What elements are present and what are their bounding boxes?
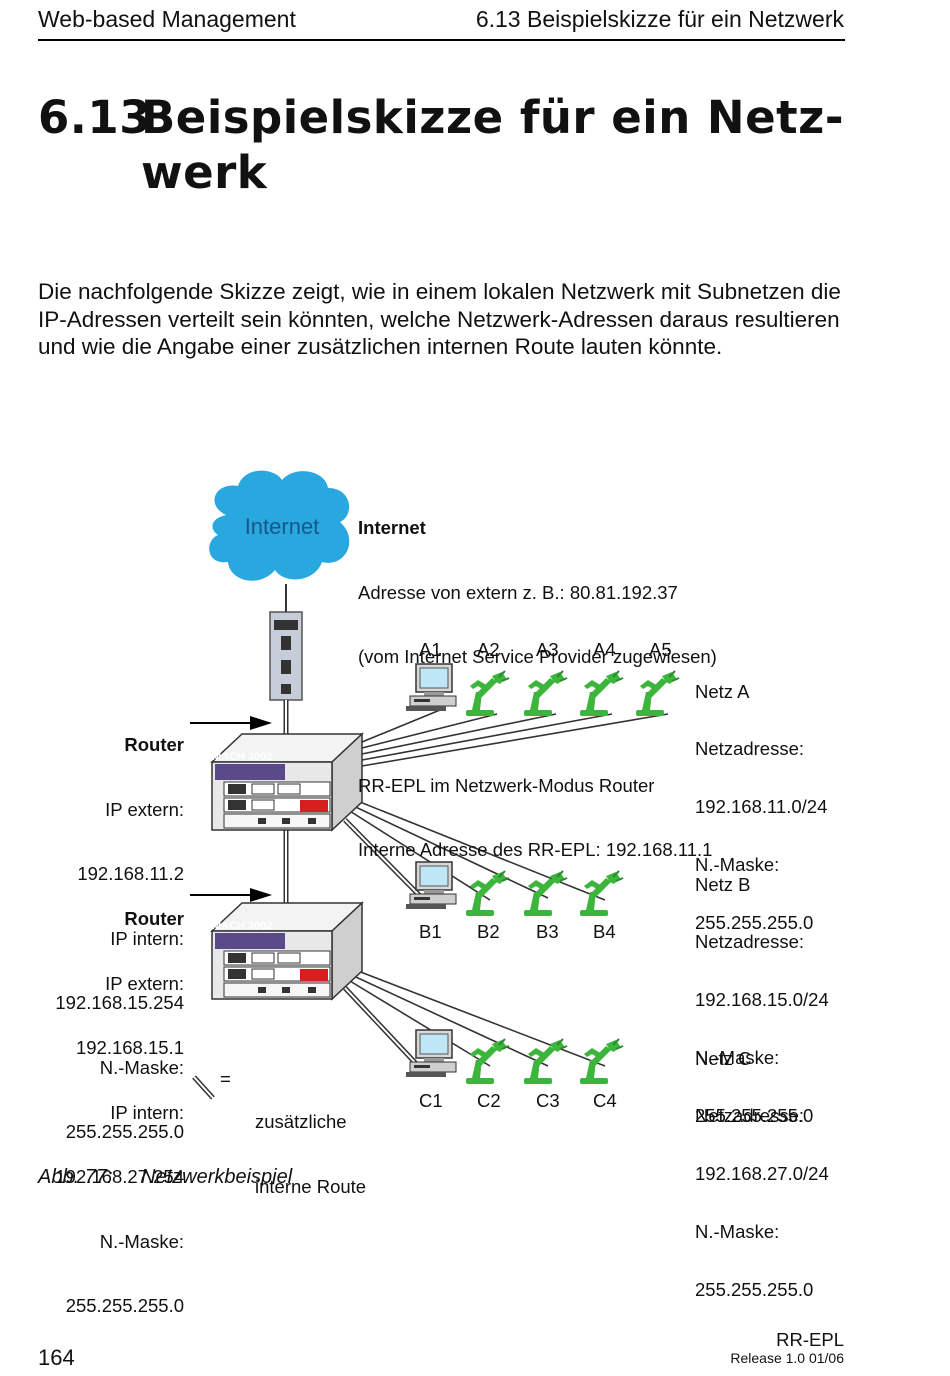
caption-label: Abb. 77: — [38, 1166, 113, 1188]
netz-a-line: Netzadresse: — [695, 738, 804, 760]
netz-b-line: Netz B — [695, 873, 751, 895]
router1-line: 255.255.255.0 — [65, 1121, 184, 1142]
netz-a-line: Netz A — [695, 680, 750, 702]
netz-b-line: Netzadresse: — [695, 931, 804, 953]
internet-cloud — [209, 470, 350, 581]
device-label-c2: C2 — [477, 1090, 501, 1111]
section-number: 6.13 — [38, 91, 152, 144]
robot-c4 — [579, 1038, 624, 1085]
device-label-a4: A4 — [593, 639, 616, 660]
netz-c-line: N.-Maske: — [695, 1221, 780, 1243]
router1-heading: Router — [124, 734, 184, 755]
router2-line: 192.168.15.1 — [75, 1037, 184, 1058]
netz-b-info: Netz B Netzadresse: 192.168.15.0/24 N.-M… — [695, 836, 829, 1145]
figure-caption: Abb. 77: Netzwerkbeispiel — [38, 1166, 292, 1189]
device-label-c1: C1 — [419, 1090, 443, 1111]
rr-epl-device-icon — [269, 611, 303, 701]
pc-c1 — [405, 1029, 457, 1078]
netz-c-line: Netz C — [695, 1047, 752, 1069]
header-rule — [38, 39, 845, 41]
switch2-label: MACH 3002 — [212, 920, 273, 932]
netz-b-line: 255.255.255.0 — [695, 1105, 814, 1127]
legend-line1: zusätzliche — [255, 1111, 347, 1132]
router1-info: Router IP extern: 192.168.11.2 IP intern… — [55, 691, 184, 1164]
netz-b-line: N.-Maske: — [695, 1047, 780, 1069]
cloud-label: Internet — [245, 514, 320, 539]
footer-product: RR-EPL — [776, 1329, 844, 1350]
router1-line: 192.168.15.254 — [55, 992, 184, 1013]
running-header-right: 6.13 Beispielskizze für ein Netzwerk — [475, 6, 844, 32]
internet-heading: Internet — [358, 517, 426, 538]
section-title-line2: werk — [141, 146, 268, 199]
device-label-c3: C3 — [536, 1090, 560, 1111]
router2-line: IP extern: — [105, 972, 184, 994]
device-label-a1: A1 — [419, 639, 442, 660]
router2-line: N.-Maske: — [99, 1230, 184, 1252]
section-title: 6.13Beispielskizze für ein Netz- werk — [38, 90, 844, 200]
section-title-line1: Beispielskizze für ein Netz- — [141, 91, 844, 144]
robot-c2 — [465, 1038, 510, 1085]
switch-2 — [211, 902, 363, 1000]
router1-line: IP intern: — [110, 927, 184, 949]
device-label-b1: B1 — [419, 921, 442, 942]
device-label-c4: C4 — [593, 1090, 617, 1111]
footer-release: Release 1.0 01/06 — [730, 1350, 844, 1366]
legend-line2: interne Route — [255, 1175, 367, 1197]
netz-c-line: 255.255.255.0 — [695, 1279, 814, 1301]
netz-a-line: 192.168.11.0/24 — [695, 796, 828, 818]
running-header-left: Web-based Management — [38, 6, 296, 32]
router1-line: N.-Maske: — [99, 1056, 184, 1078]
netz-b-line: 192.168.15.0/24 — [695, 989, 829, 1011]
internet-line3: RR-EPL im Netzwerk-Modus Router — [358, 774, 655, 796]
netz-a-line: N.-Maske: — [695, 854, 780, 876]
device-label-b2: B2 — [477, 921, 500, 942]
internet-info: Internet Adresse von extern z. B.: 80.81… — [358, 474, 717, 882]
netz-c-info: Netz C Netzadresse: 192.168.27.0/24 N.-M… — [695, 1010, 829, 1319]
router2-line: IP intern: — [110, 1101, 184, 1123]
router2-line: 192.168.27.254 — [55, 1166, 184, 1187]
legend-equals: = — [220, 1068, 231, 1089]
netz-c-line: Netzadresse: — [695, 1105, 804, 1127]
netz-a-links — [361, 709, 669, 767]
intro-paragraph: Die nachfolgende Skizze zeigt, wie in ei… — [38, 279, 841, 359]
router2-info: Router IP extern: 192.168.15.1 IP intern… — [55, 865, 184, 1338]
internet-line2: (vom Internet Service Provider zugewiese… — [358, 646, 717, 667]
netz-c-line: 192.168.27.0/24 — [695, 1163, 829, 1185]
router1-line: IP extern: — [105, 798, 184, 820]
device-label-a5: A5 — [649, 639, 672, 660]
legend-text: zusätzliche interne Route — [255, 1068, 366, 1219]
internet-line4: Interne Adresse des RR-EPL: 192.168.11.1 — [358, 839, 713, 860]
device-label-b3: B3 — [536, 921, 559, 942]
internet-line1: Adresse von extern z. B.: 80.81.192.37 — [358, 581, 678, 603]
page-number: 164 — [38, 1345, 75, 1370]
netz-a-info: Netz A Netzadresse: 192.168.11.0/24 N.-M… — [695, 643, 827, 952]
router2-line: 255.255.255.0 — [65, 1295, 184, 1316]
device-label-a3: A3 — [536, 639, 559, 660]
switch1-label: MACH 3002 — [212, 751, 273, 763]
caption-text: Netzwerkbeispiel — [141, 1166, 293, 1188]
switch-1 — [211, 733, 363, 831]
device-label-a2: A2 — [477, 639, 500, 660]
robot-c3 — [523, 1038, 568, 1085]
router1-line: 192.168.11.2 — [77, 863, 184, 884]
netz-a-line: 255.255.255.0 — [695, 912, 814, 934]
device-label-b4: B4 — [593, 921, 616, 942]
netz-b-links — [343, 795, 606, 901]
router2-heading: Router — [124, 908, 184, 929]
